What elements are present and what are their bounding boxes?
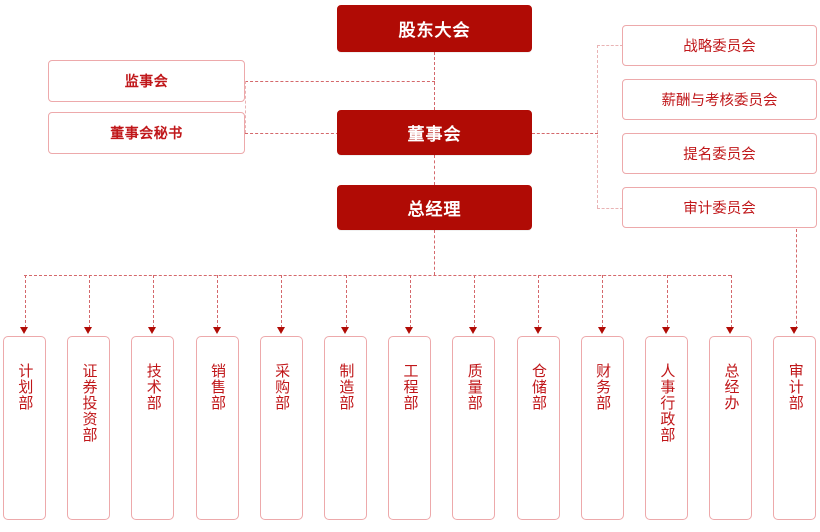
node-remuneration-committee[interactable]: 薪酬与考核委员会 (622, 79, 817, 120)
node-label: 总经办 (722, 363, 741, 411)
node-general-manager[interactable]: 总经理 (337, 185, 532, 230)
node-shareholders-meeting[interactable]: 股东大会 (337, 5, 532, 52)
node-department[interactable]: 人事行政部 (645, 336, 688, 520)
department-arrow-icon (469, 327, 478, 334)
node-label: 计划部 (16, 363, 35, 411)
department-drop-line (730, 275, 732, 328)
department-arrow-icon (790, 327, 799, 334)
node-department[interactable]: 总经办 (709, 336, 753, 520)
node-label: 审计部 (786, 363, 805, 411)
department-drop-line (538, 275, 540, 328)
department-drop-line (217, 275, 219, 328)
node-label: 战略委员会 (683, 39, 756, 55)
department-drop-line (281, 275, 283, 328)
node-label: 技术部 (144, 363, 163, 411)
department-arrow-icon (726, 327, 735, 334)
node-department[interactable]: 销售部 (195, 336, 239, 520)
node-nomination-committee[interactable]: 提名委员会 (622, 133, 817, 174)
node-department[interactable]: 制造部 (324, 336, 367, 520)
node-label: 股东大会 (398, 21, 471, 41)
connector-committee-audit (597, 208, 623, 209)
department-arrow-icon (212, 327, 221, 334)
node-label: 人事行政部 (658, 363, 677, 443)
department-drop-line (409, 275, 411, 328)
node-label: 监事会 (124, 74, 169, 90)
department-drop-line (666, 275, 668, 328)
node-strategy-committee[interactable]: 战略委员会 (622, 25, 817, 66)
node-department[interactable]: 财务部 (580, 336, 624, 520)
node-label: 董事会 (407, 125, 462, 145)
node-department[interactable]: 仓储部 (516, 336, 560, 520)
node-label: 质量部 (465, 363, 484, 411)
node-audit-committee[interactable]: 审计委员会 (622, 187, 817, 228)
node-label: 审计委员会 (683, 201, 756, 217)
node-department[interactable]: 采购部 (259, 336, 303, 520)
department-arrow-icon (341, 327, 349, 334)
department-drop-line (152, 275, 154, 328)
department-arrow-icon (533, 327, 542, 334)
node-label: 总经理 (407, 200, 462, 220)
department-drop-line (88, 275, 90, 328)
node-label: 销售部 (208, 363, 227, 411)
department-arrow-icon (597, 327, 606, 334)
node-board-secretary[interactable]: 董事会秘书 (48, 112, 245, 154)
node-department[interactable]: 审计部 (773, 336, 817, 520)
node-supervisory-board[interactable]: 监事会 (48, 60, 245, 102)
node-label: 证券投资部 (80, 363, 99, 443)
connector-supervisory-board (245, 81, 435, 82)
department-arrow-icon (276, 327, 285, 334)
department-arrow-icon (662, 327, 670, 334)
connector-supervisory-board-stub (245, 81, 246, 133)
node-label: 工程部 (401, 363, 420, 411)
department-drop-line (345, 275, 347, 328)
node-label: 采购部 (273, 363, 292, 411)
department-arrow-icon (405, 327, 414, 334)
connector-board-to-gm (434, 155, 435, 185)
node-label: 薪酬与考核委员会 (661, 93, 778, 109)
department-drop-line (24, 275, 26, 328)
node-label: 董事会秘书 (110, 126, 183, 142)
connector-audit-committee-to-audit-dept (796, 229, 797, 329)
connector-gm-to-bus (434, 230, 435, 275)
node-department[interactable]: 证券投资部 (67, 336, 111, 520)
node-label: 提名委员会 (683, 147, 756, 163)
node-department[interactable]: 技术部 (131, 336, 175, 520)
node-department[interactable]: 质量部 (452, 336, 496, 520)
department-drop-line (602, 275, 604, 328)
node-label: 仓储部 (529, 363, 548, 411)
node-department[interactable]: 工程部 (388, 336, 432, 520)
department-arrow-icon (20, 327, 28, 334)
connector-board-to-committee-trunk (532, 133, 598, 134)
department-bus (24, 275, 731, 276)
department-drop-line (473, 275, 475, 328)
node-label: 制造部 (337, 363, 356, 411)
department-arrow-icon (148, 327, 157, 334)
node-department[interactable]: 计划部 (3, 336, 46, 520)
node-board-of-directors[interactable]: 董事会 (337, 110, 532, 155)
connector-committee-strategy (597, 45, 623, 46)
committee-trunk (597, 45, 598, 208)
node-label: 财务部 (594, 363, 613, 411)
department-arrow-icon (84, 327, 93, 334)
